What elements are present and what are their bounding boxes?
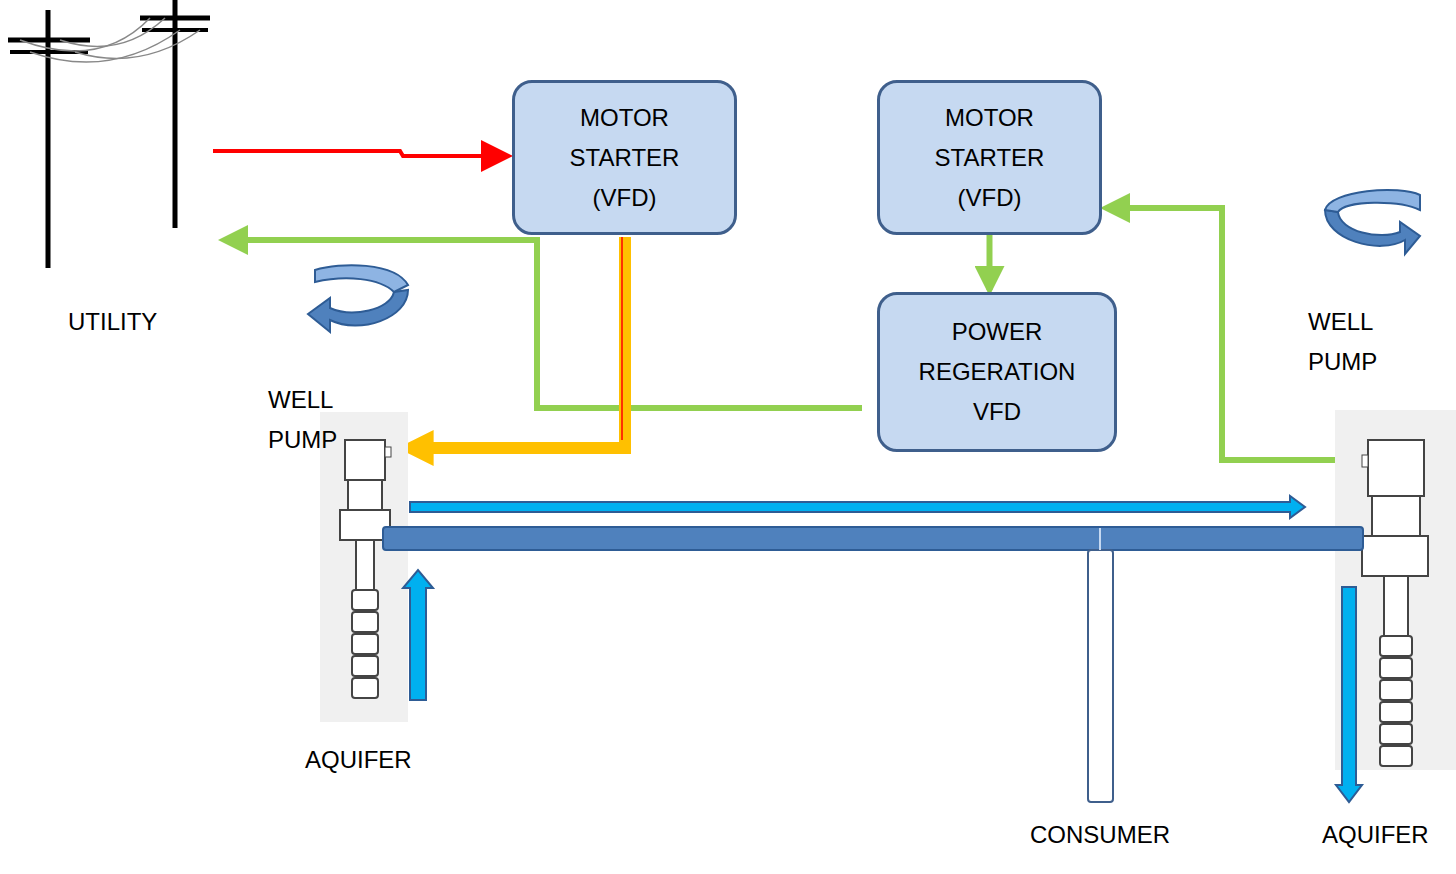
pump-bowl: [1380, 636, 1412, 656]
consumer-pipe: [1088, 550, 1113, 802]
pump-bowl: [352, 634, 378, 654]
left-well-pump: [320, 412, 408, 722]
pump-bowl: [1380, 680, 1412, 700]
box-label: MOTOR STARTER (VFD): [916, 98, 1063, 218]
part-label: WELL PUMP: [1308, 302, 1398, 382]
pump-bowl: [352, 612, 378, 632]
part-label: AQUIFER: [305, 740, 412, 780]
power-connector: [987, 235, 993, 290]
pump-bowl: [352, 590, 378, 610]
main-pipe: [383, 527, 1363, 550]
pump-bowl: [352, 656, 378, 676]
part-label: WELL PUMP: [268, 380, 342, 460]
process-box: MOTOR STARTER (VFD): [512, 80, 737, 235]
utility-poles: [8, 0, 210, 268]
process-box: POWER REGERATION VFD: [877, 292, 1117, 452]
drive-line: [412, 237, 625, 448]
supply-line: [213, 151, 505, 156]
regen-return-line: [230, 240, 862, 408]
part-label: AQUIFER: [1322, 815, 1429, 855]
drive-line-core: [621, 237, 623, 440]
pump-bowl: [1380, 746, 1412, 766]
part-label: UTILITY: [68, 302, 157, 342]
pump-bowl: [1380, 702, 1412, 722]
pump-bowl: [1380, 724, 1412, 744]
process-box: MOTOR STARTER (VFD): [877, 80, 1102, 235]
part-label: CONSUMER: [1030, 815, 1170, 855]
pump-bowl: [352, 678, 378, 698]
rotation-arrow: [308, 190, 1420, 332]
box-label: MOTOR STARTER (VFD): [551, 98, 698, 218]
box-label: POWER REGERATION VFD: [910, 312, 1084, 432]
pump-bowl: [1380, 658, 1412, 678]
flow-arrows: [403, 496, 1362, 802]
